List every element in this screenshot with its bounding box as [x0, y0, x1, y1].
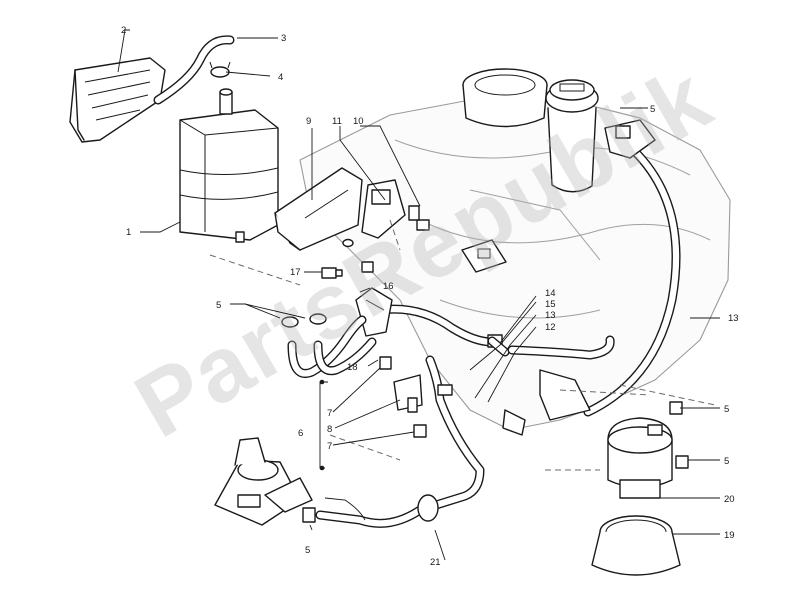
callout-7-lower: 7	[327, 441, 332, 452]
nut-7-lower	[413, 424, 427, 438]
callout-21: 21	[430, 557, 441, 568]
nut-7-upper	[379, 356, 392, 370]
callout-19: 19	[724, 530, 735, 541]
callout-2: 2	[121, 25, 126, 36]
u-hoses-left	[281, 313, 377, 378]
callout-5-right-lower: 5	[724, 456, 729, 467]
washer	[342, 238, 354, 248]
clamp-16	[355, 287, 393, 337]
hose-3-top	[153, 35, 235, 105]
hose-assembly-center	[375, 304, 510, 357]
valve-8	[393, 374, 423, 413]
bolt-10	[408, 205, 430, 231]
callout-17: 17	[290, 267, 301, 278]
bracket-9	[274, 167, 363, 251]
clamp-5-bottom	[302, 507, 316, 523]
filter-20	[607, 417, 673, 499]
nut-17	[321, 267, 343, 279]
callout-5-top: 5	[650, 104, 655, 115]
callout-14: 14	[545, 288, 556, 299]
hose-12	[502, 335, 615, 436]
canister-1	[179, 88, 279, 243]
reference-lines	[209, 219, 716, 471]
intake-manifold	[214, 437, 313, 526]
callout-8: 8	[327, 424, 332, 435]
reservoir	[545, 79, 599, 193]
clip-4	[209, 61, 231, 78]
callout-20: 20	[724, 494, 735, 505]
callout-11: 11	[332, 116, 342, 127]
bullet-marker	[319, 465, 325, 471]
nut	[361, 261, 374, 273]
callout-13-right: 13	[728, 313, 739, 324]
callout-5-bottom: 5	[305, 545, 310, 556]
callout-15: 15	[545, 299, 556, 310]
callout-5-left: 5	[216, 300, 221, 311]
callout-4: 4	[278, 72, 283, 83]
bullet-marker	[319, 379, 325, 385]
hose-21	[315, 355, 485, 528]
callout-6: 6	[298, 428, 303, 439]
callout-16: 16	[383, 281, 394, 292]
callout-10: 10	[353, 116, 364, 127]
bracket-11	[361, 179, 406, 239]
callout-12: 12	[545, 322, 556, 333]
callout-7-upper: 7	[327, 408, 332, 419]
clamp-5-right-lower	[675, 455, 689, 469]
clamp-5-top	[604, 119, 656, 159]
callout-9: 9	[306, 116, 311, 127]
callout-18: 18	[347, 362, 358, 373]
bracket-2	[69, 57, 166, 143]
callout-5-right-upper: 5	[724, 404, 729, 415]
callout-labels: 2 3 4 1 5 9 11 10 17 5 16 14 15 13 12 13…	[121, 25, 739, 568]
callout-13-center: 13	[545, 310, 556, 321]
clamp-19	[591, 515, 681, 576]
callout-1: 1	[126, 227, 131, 238]
callout-3: 3	[281, 33, 286, 44]
